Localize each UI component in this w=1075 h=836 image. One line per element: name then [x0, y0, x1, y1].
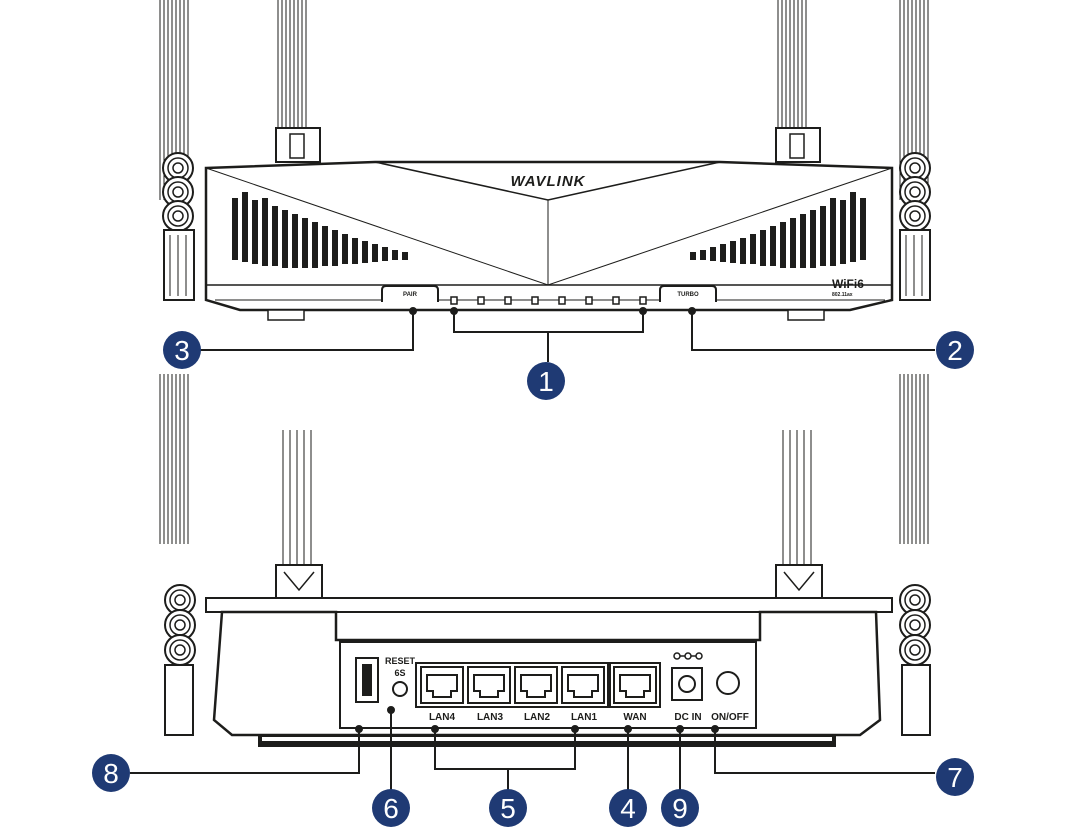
wifi6-sub: 802.11ax: [832, 292, 853, 298]
callout-8: 8: [92, 754, 130, 792]
led: [477, 296, 485, 305]
callout-7: 7: [936, 758, 974, 796]
led-indicators: [450, 296, 647, 305]
callout-1: 1: [527, 362, 565, 400]
antenna-back-outer-right: [899, 373, 931, 736]
callout-1-number: 1: [538, 366, 554, 397]
turbo-button-label: TURBO: [677, 292, 699, 298]
turbo-button[interactable]: TURBO: [659, 285, 717, 302]
dc-in-port[interactable]: [671, 667, 703, 701]
callout-5-number: 5: [500, 793, 516, 824]
lan2-port[interactable]: [514, 666, 558, 704]
pair-button-label: PAIR: [403, 292, 418, 298]
antenna-inner-left: [275, 0, 321, 163]
callout-2: 2: [936, 331, 974, 369]
antenna-inner-right: [775, 0, 821, 163]
antenna-outer-right: [899, 0, 931, 301]
callout-4: 4: [609, 789, 647, 827]
led: [450, 296, 458, 305]
back-leader-lines: [130, 706, 935, 790]
callout-7-number: 7: [947, 762, 963, 793]
front-leader-lines: [200, 307, 935, 362]
callout-2-number: 2: [947, 335, 963, 366]
power-button[interactable]: [716, 671, 740, 695]
reset-button[interactable]: [392, 681, 408, 697]
antenna-back-outer-left: [159, 373, 196, 736]
callout-5: 5: [489, 789, 527, 827]
led: [612, 296, 620, 305]
router-front-body: WAVLINK WiFi6 802.11ax: [204, 160, 894, 321]
brand-logo: WAVLINK: [510, 173, 585, 190]
lan4-port[interactable]: [420, 666, 464, 704]
callout-8-number: 8: [103, 758, 119, 789]
led: [585, 296, 593, 305]
wan-port[interactable]: [613, 666, 657, 704]
callout-9-number: 9: [672, 793, 688, 824]
vent-right: [690, 192, 866, 268]
antenna-outer-left: [159, 0, 195, 301]
dc-in-label: DC IN: [674, 712, 701, 723]
callout-3: 3: [163, 331, 201, 369]
callout-6: 6: [372, 789, 410, 827]
router-front-view: WAVLINK WiFi6 802.11ax PAIR TURBO: [159, 0, 931, 321]
router-back-view: RESET 6S LAN4 LAN3 LAN2 LAN1 WA: [159, 373, 931, 747]
led: [504, 296, 512, 305]
lan1-label: LAN1: [571, 712, 598, 723]
led: [639, 296, 647, 305]
led: [558, 296, 566, 305]
callout-4-number: 4: [620, 793, 636, 824]
power-label: ON/OFF: [711, 712, 749, 723]
lan4-label: LAN4: [429, 712, 456, 723]
reset-time-label: 6S: [394, 668, 405, 678]
vent-left: [232, 192, 408, 268]
reset-label: RESET: [385, 656, 416, 666]
pair-button[interactable]: PAIR: [381, 285, 439, 302]
lan1-port[interactable]: [561, 666, 605, 704]
callout-3-number: 3: [174, 335, 190, 366]
wifi6-badge: WiFi6: [832, 277, 864, 291]
callout-9: 9: [661, 789, 699, 827]
callout-6-number: 6: [383, 793, 399, 824]
wan-label: WAN: [623, 712, 646, 723]
led: [531, 296, 539, 305]
usb-port[interactable]: [355, 657, 379, 703]
lan2-label: LAN2: [524, 712, 551, 723]
lan3-port[interactable]: [467, 666, 511, 704]
dc-polarity-icon: [673, 652, 703, 660]
lan3-label: LAN3: [477, 712, 504, 723]
